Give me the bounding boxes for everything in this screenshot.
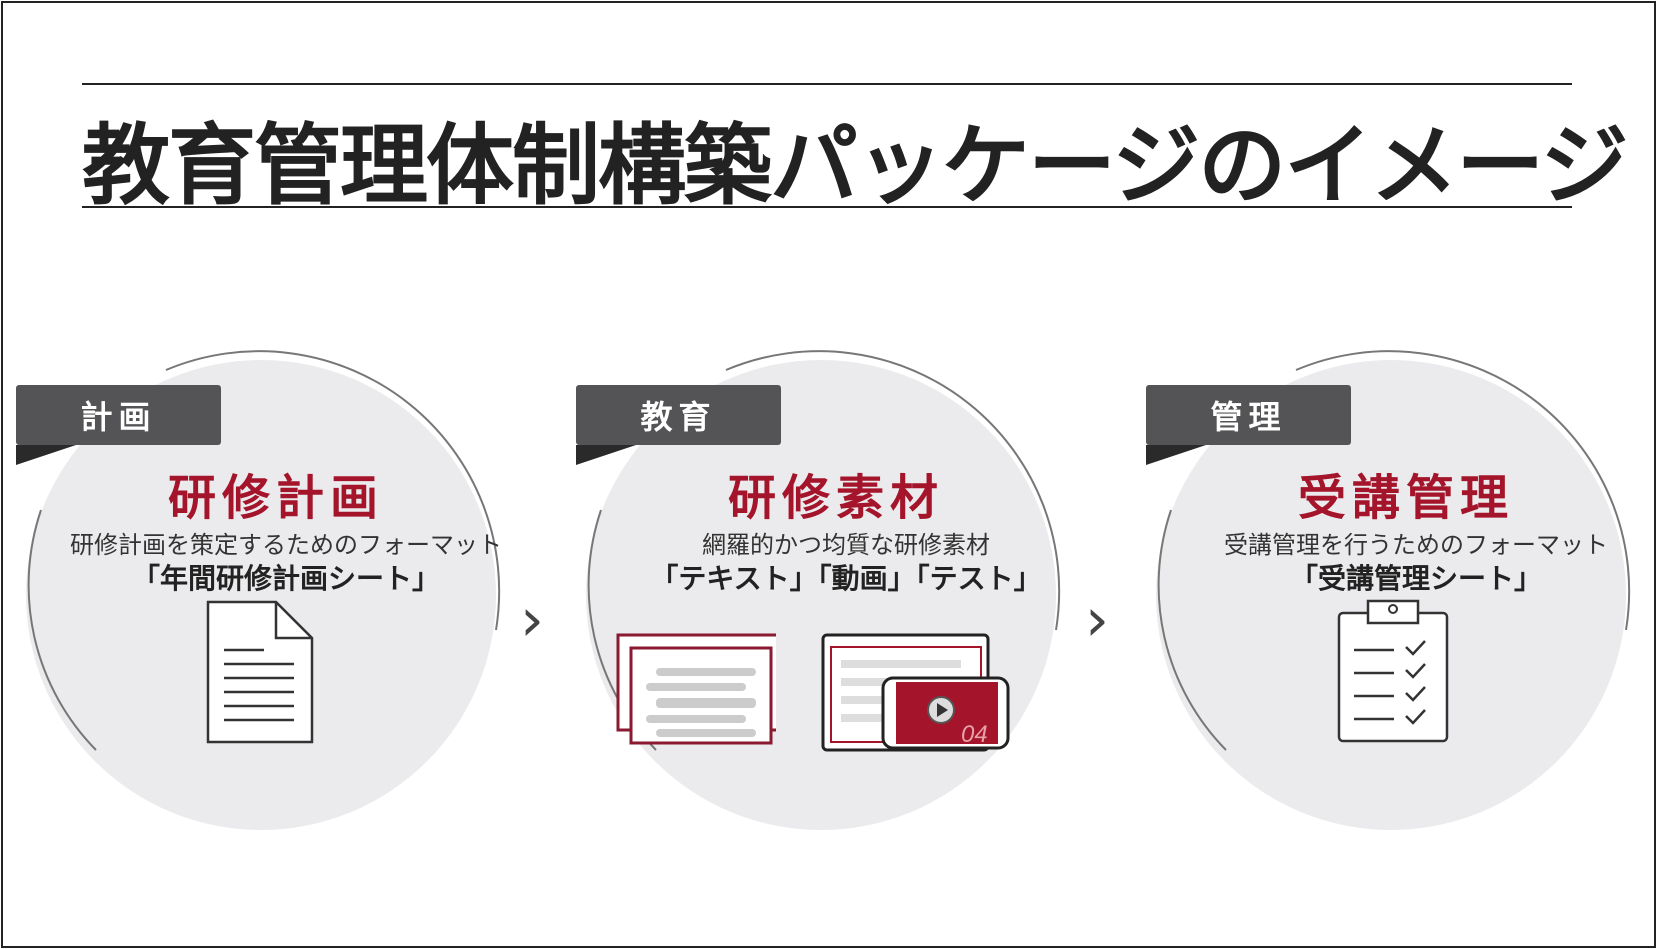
step-deliverable: 「年間研修計画シート」: [131, 562, 440, 595]
step-tab: 管理: [1146, 385, 1351, 445]
video-material-illustration: 04: [821, 633, 1010, 752]
text-material-illustration: [616, 633, 776, 745]
step-tab: 教育: [576, 385, 781, 445]
arrow-right-icon: ›: [520, 585, 544, 655]
clipboard-checklist-icon: [1337, 599, 1449, 743]
step-description: 研修計画を策定するためのフォーマット: [70, 531, 502, 559]
step-tab: 計画: [16, 385, 221, 445]
circle-background: [26, 350, 501, 830]
document-icon: [206, 600, 314, 744]
step-description: 網羅的かつ均質な研修素材: [702, 531, 990, 559]
arrow-right-icon: ›: [1085, 585, 1109, 655]
step-deliverable: 「テキスト」「動画」「テスト」: [650, 562, 1042, 595]
step-heading: 研修素材: [727, 470, 944, 526]
circle-background: [1156, 350, 1631, 830]
step-description: 受講管理を行うためのフォーマット: [1224, 531, 1608, 559]
video-number: 04: [961, 721, 988, 748]
step-heading: 受講管理: [1297, 470, 1514, 526]
title-rule-bottom: [82, 206, 1572, 208]
step-deliverable: 「受講管理シート」: [1289, 562, 1542, 595]
step-plan: 計画 研修計画 研修計画を策定するためのフォーマット 「年間研修計画シート」: [16, 350, 536, 870]
step-heading: 研修計画: [167, 470, 384, 526]
page-title: 教育管理体制構築パッケージのイメージ: [82, 114, 1628, 217]
step-management: 管理 受講管理 受講管理を行うためのフォーマット 「受講管理シート」: [1146, 350, 1657, 870]
title-rule-top: [82, 83, 1572, 85]
step-education: 教育 研修素材 網羅的かつ均質な研修素材 「テキスト」「動画」「テスト」 04: [576, 350, 1096, 870]
